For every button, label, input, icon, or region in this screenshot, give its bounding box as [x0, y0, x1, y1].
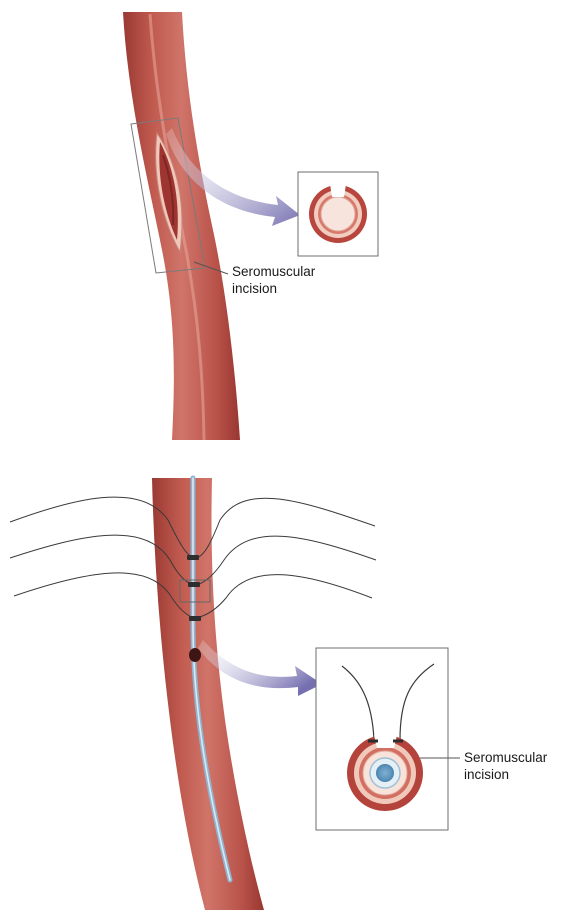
top-panel [123, 12, 378, 440]
bottom-callout-label: Seromuscular incision [464, 749, 547, 783]
top-callout-label-line1: Seromuscular [232, 263, 315, 280]
catheter-entry-site [189, 648, 201, 662]
bottom-intestine-segment [152, 478, 264, 910]
bottom-callout-label-line1: Seromuscular [464, 749, 547, 766]
bottom-panel [10, 478, 460, 910]
top-callout-label: Seromuscular incision [232, 263, 315, 297]
bottom-callout-label-line2: incision [464, 766, 547, 783]
top-callout-label-line2: incision [232, 280, 315, 297]
